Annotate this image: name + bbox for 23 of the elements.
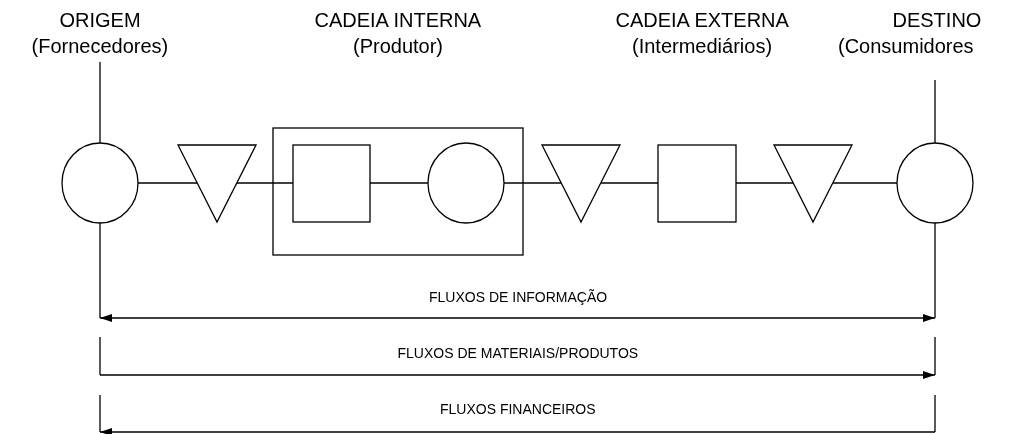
column-subheading: (Produtor) <box>353 36 444 56</box>
connector-line <box>600 182 659 184</box>
connector-line <box>236 182 294 184</box>
column-subheading: (Fornecedores) <box>31 36 169 56</box>
column-subheading: (Intermediários) <box>632 36 773 56</box>
circle-symbol <box>897 143 973 223</box>
square-symbol <box>293 145 370 222</box>
circle-symbol <box>62 143 138 223</box>
flow-label: FLUXOS DE MATERIAIS/PRODUTOS <box>397 346 639 360</box>
column-heading: ORIGEM <box>59 10 141 30</box>
triangle-symbol <box>774 145 852 222</box>
flow-label: FLUXOS DE INFORMAÇÃO <box>429 290 608 304</box>
triangle-symbol <box>178 145 256 222</box>
group-frame <box>273 128 523 255</box>
column-heading: CADEIA EXTERNA <box>615 10 789 30</box>
column-heading: CADEIA INTERNA <box>314 10 482 30</box>
flow-label: FLUXOS FINANCEIROS <box>440 402 596 416</box>
column-heading: DESTINO <box>892 10 982 30</box>
square-symbol <box>658 145 736 222</box>
circle-symbol <box>428 143 504 223</box>
column-subheading: (Consumidores <box>838 36 974 56</box>
connector-line <box>832 182 898 184</box>
triangle-symbol <box>542 145 620 222</box>
